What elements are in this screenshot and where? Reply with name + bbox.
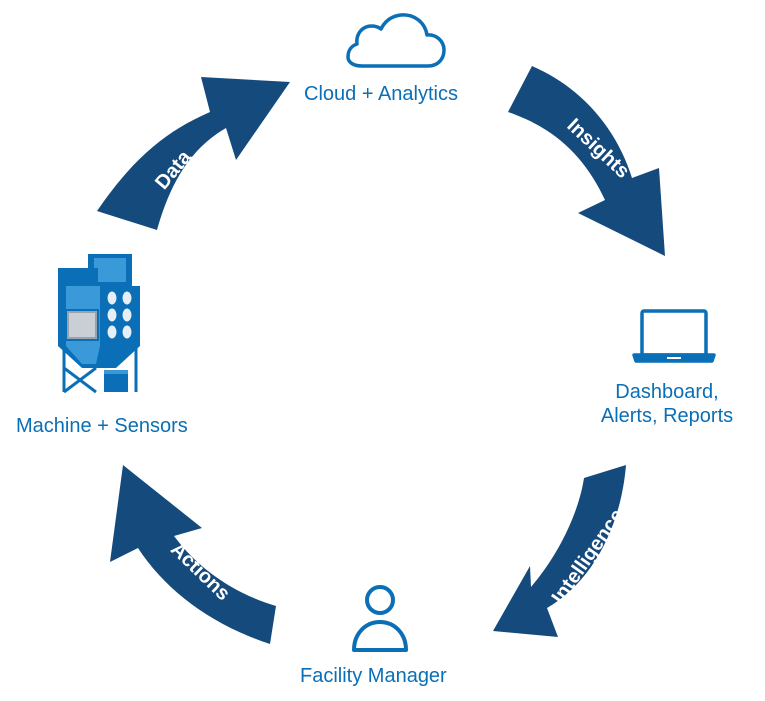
- cloud-analytics-label: Cloud + Analytics: [304, 83, 458, 105]
- arrow-actions: Actions: [110, 465, 276, 644]
- arrow-intelligence: Intelligence: [493, 465, 629, 637]
- dashboard-label-line1: Dashboard,: [615, 381, 719, 403]
- machine-sensors-label: Machine + Sensors: [16, 415, 188, 437]
- facility-manager-label: Facility Manager: [300, 665, 447, 687]
- cloud-icon: [346, 13, 446, 68]
- dashboard-label: Dashboard, Alerts, Reports: [592, 380, 742, 428]
- laptop-icon: [632, 309, 716, 363]
- arrow-insights: Insights: [508, 66, 665, 256]
- dashboard-label-line2: Alerts, Reports: [600, 405, 734, 427]
- dust-collector-icon: [58, 254, 140, 394]
- user-icon: [352, 585, 408, 652]
- arrow-data: Data: [97, 77, 290, 230]
